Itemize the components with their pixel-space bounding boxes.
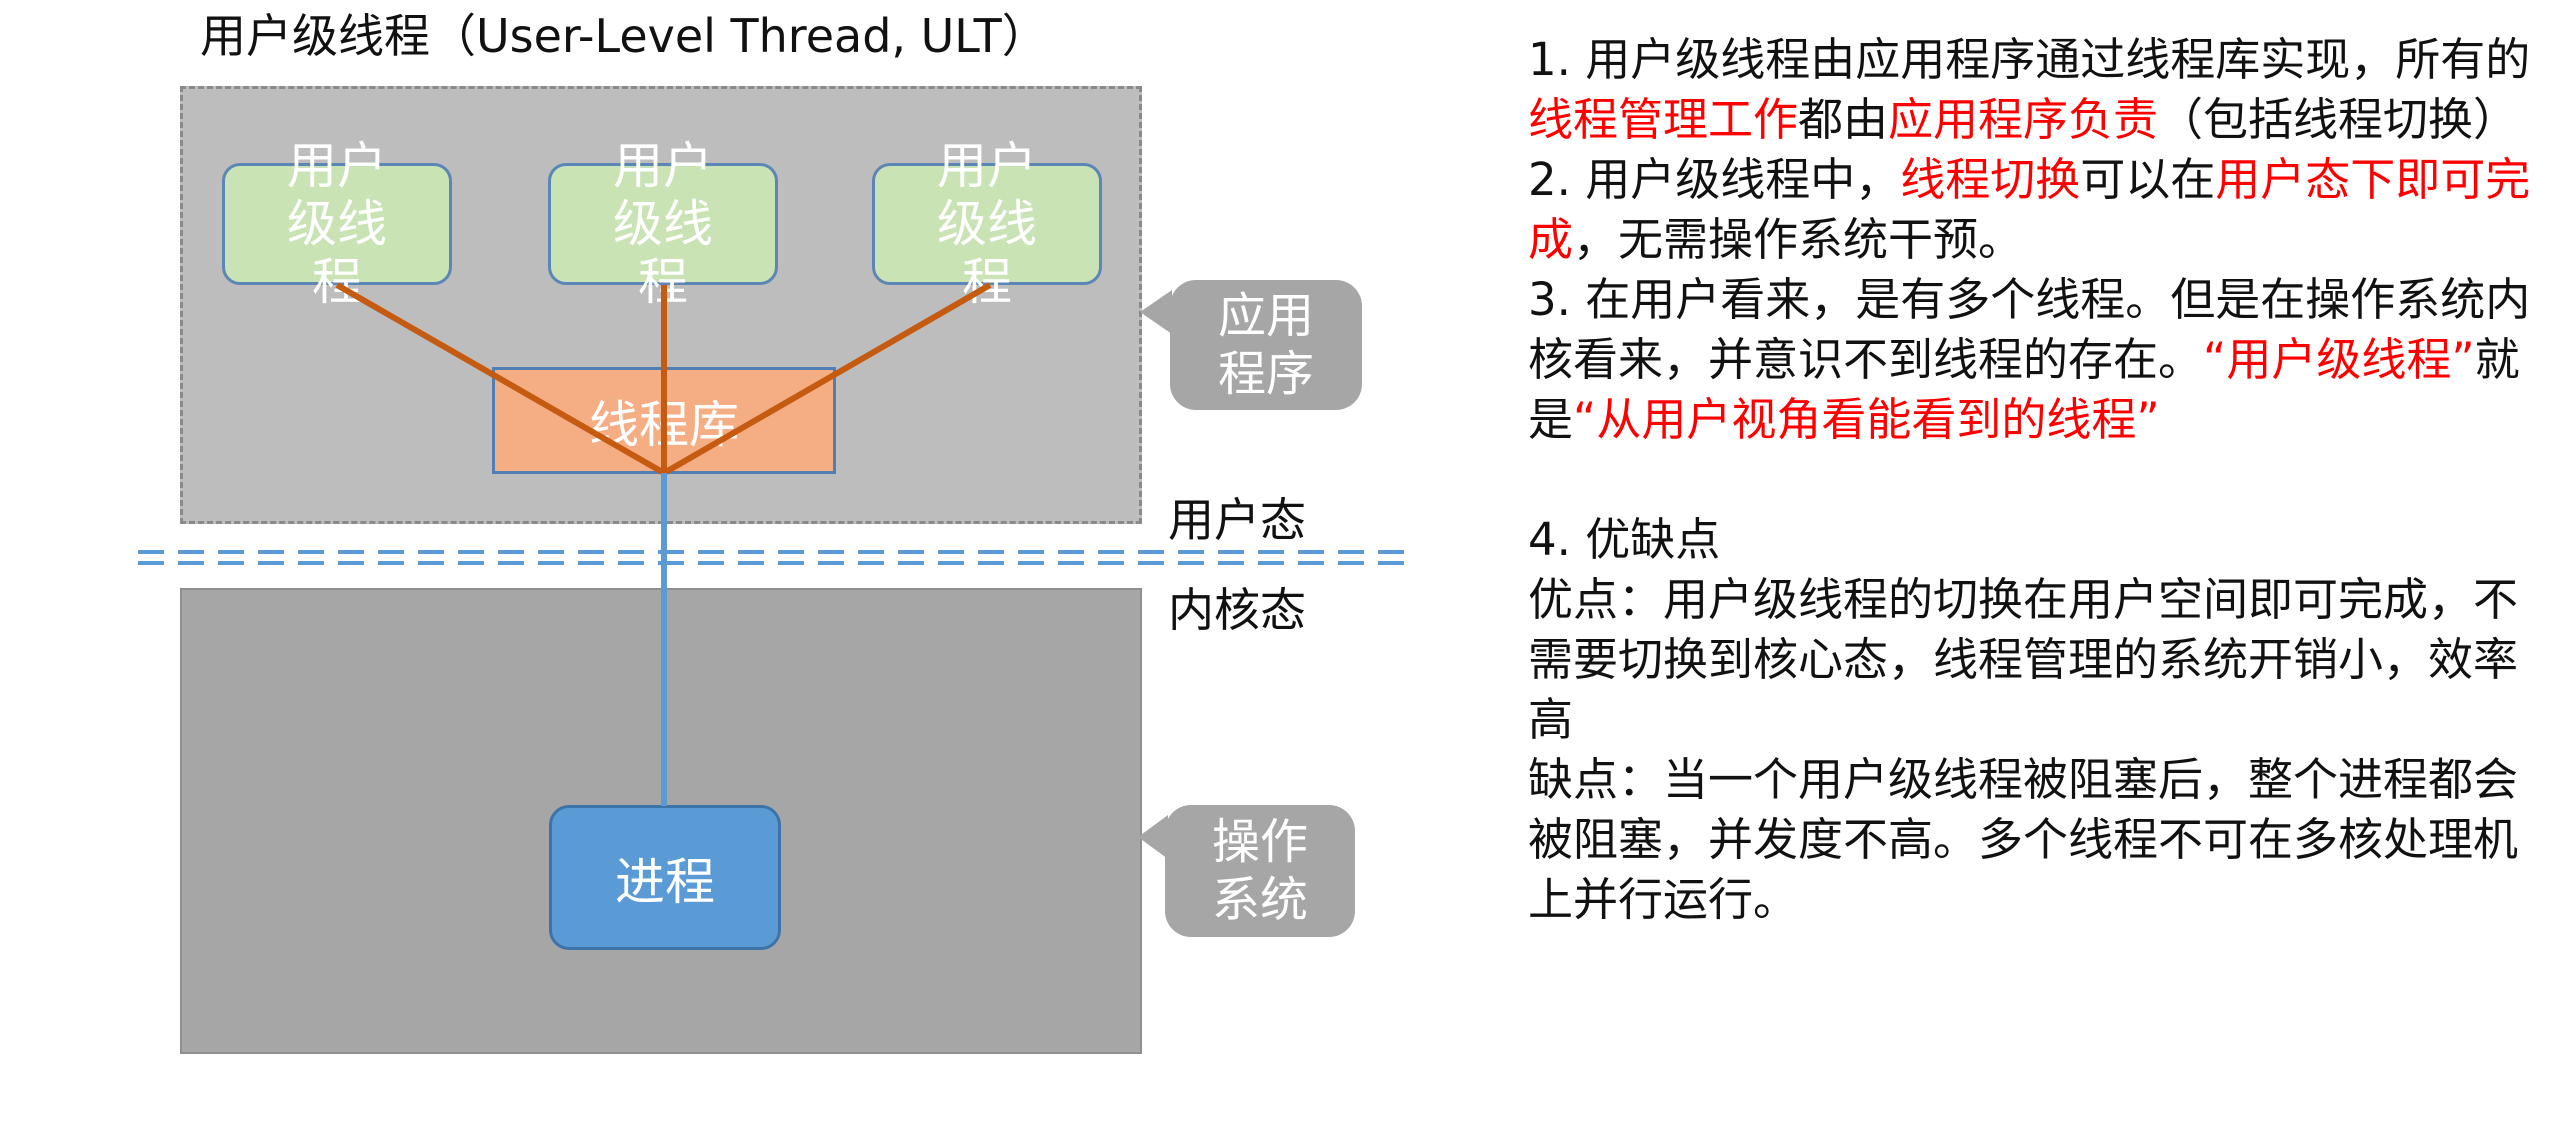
note-3-text-b: 就是 — [1528, 333, 2520, 446]
user-thread-box-3: 用户级线程 — [872, 137, 1102, 311]
app-callout-pointer — [1140, 290, 1172, 334]
note-3-text-a: 3. 在用户看来，是有多个线程。但是在操作系统内核看来，并意识不到线程的存在。 — [1528, 273, 2531, 386]
user-mode-label: 用户态 — [1168, 493, 1306, 547]
process-label: 进程 — [615, 852, 715, 911]
pros-cons-heading: 4. 优缺点 — [1528, 513, 1721, 566]
mapping-line-1 — [335, 282, 666, 476]
note-paragraph-2: 2. 用户级线程中，线程切换可以在用户态下即可完成，无需操作系统干预。 — [1528, 150, 2538, 270]
note-2-highlight-b: 用户态下即可完成 — [1528, 153, 2531, 266]
pros-paragraph: 优点：用户级线程的切换在用户空间即可完成，不需要切换到核心态，线程管理的系统开销… — [1528, 573, 2519, 746]
diagram-title: 用户级线程（User-Level Thread, ULT） — [200, 9, 1048, 63]
user-thread-label-2: 用户级线程 — [613, 137, 713, 311]
mapping-line-3 — [662, 282, 992, 476]
app-callout: 应用程序 — [1170, 280, 1362, 410]
note-2-text-b: 可以在 — [2080, 153, 2216, 206]
note-3-highlight-b: “从用户视角看能看到的线程” — [1573, 393, 2160, 446]
note-1-text-b: 都由 — [1798, 93, 1889, 146]
note-paragraph-1: 1. 用户级线程由应用程序通过线程库实现，所有的线程管理工作都由应用程序负责（包… — [1528, 30, 2538, 150]
os-callout-label: 操作系统 — [1211, 814, 1308, 928]
note-1-text-c: （包括线程切换） — [2158, 93, 2519, 146]
note-1-highlight-a: 线程管理工作 — [1528, 93, 1799, 146]
note-2-text-c: ，无需操作系统干预。 — [1573, 213, 2024, 266]
user-thread-box-1: 用户级线程 — [222, 137, 452, 311]
user-thread-box-2: 用户级线程 — [548, 137, 778, 311]
kernel-mode-label: 内核态 — [1168, 583, 1306, 637]
user-thread-label-1: 用户级线程 — [287, 137, 387, 311]
note-paragraph-3: 3. 在用户看来，是有多个线程。但是在操作系统内核看来，并意识不到线程的存在。“… — [1528, 270, 2538, 450]
cons-paragraph: 缺点：当一个用户级线程被阻塞后，整个进程都会被阻塞，并发度不高。多个线程不可在多… — [1528, 753, 2519, 926]
note-2-text-a: 2. 用户级线程中， — [1528, 153, 1901, 206]
os-callout-pointer — [1138, 815, 1168, 859]
notes-panel: 1. 用户级线程由应用程序通过线程库实现，所有的线程管理工作都由应用程序负责（包… — [1528, 30, 2538, 930]
note-1-text-a: 1. 用户级线程由应用程序通过线程库实现，所有的 — [1528, 33, 2531, 86]
paragraph-spacer — [1528, 450, 2538, 510]
note-1-highlight-b: 应用程序负责 — [1888, 93, 2159, 146]
os-callout: 操作系统 — [1165, 805, 1355, 937]
process-box: 进程 — [549, 805, 781, 950]
app-callout-label: 应用程序 — [1217, 288, 1314, 402]
note-2-highlight-a: 线程切换 — [1900, 153, 2081, 206]
note-3-highlight-a: “用户级线程” — [2203, 333, 2475, 386]
user-thread-label-3: 用户级线程 — [937, 137, 1037, 311]
